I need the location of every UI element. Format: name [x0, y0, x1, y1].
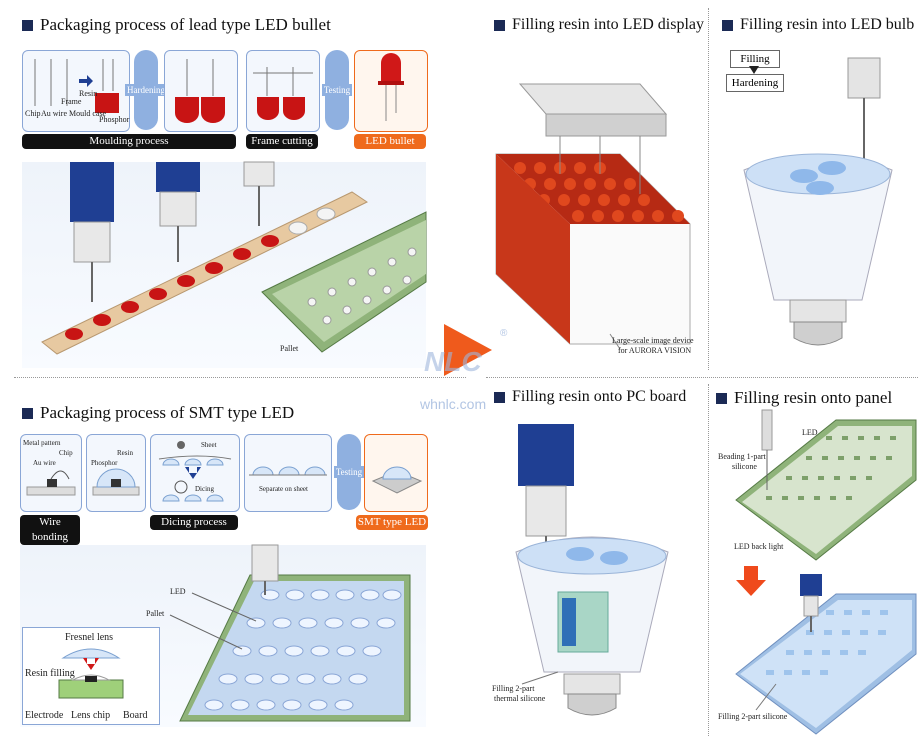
center-arrow-icon [444, 324, 492, 376]
frame-cutting-tag: Frame cutting [246, 134, 318, 149]
title-square-icon [494, 19, 505, 31]
label-chip: Chip [59, 449, 73, 457]
separated-leds-illustration [249, 466, 327, 476]
panel-filling-illustration: Filling 2-part silicone [716, 574, 917, 735]
label-lens-chip: Lens chip [71, 710, 111, 721]
smt-step-resin: Resin Phosphor [86, 434, 146, 512]
divider-left [14, 377, 466, 378]
lead-step-led-bullet [354, 50, 428, 132]
smt-type-led-tag: SMT type LED [356, 515, 428, 530]
label-beading-line1: Beading 1-part [718, 452, 766, 461]
watermark-logo: NLC [424, 346, 482, 377]
title-square-icon [494, 391, 505, 403]
smt-section-title: Packaging process of SMT type LED [22, 403, 294, 423]
label-filling-caption: Filling 2-part silicone [718, 712, 788, 721]
bulb-hardening-box: Hardening [726, 74, 784, 92]
pcboard-caption-line1: Filling 2-part [492, 684, 535, 693]
hardening-step-pill: Hardening [125, 50, 167, 130]
title-square-icon [22, 19, 33, 31]
lens-cross-section-drawing [58, 648, 124, 699]
display-illustration: Large-scale image device for AURORA VISI… [490, 44, 700, 364]
bulb-filling-box: Filling [730, 50, 780, 68]
hardened-bullets-illustration [175, 59, 225, 123]
smt-production-illustration: LED Pallet Fresnel lens Resin filling El… [20, 544, 426, 727]
pcboard-caption-line2: thermal silicone [494, 694, 546, 703]
down-arrow-icon [749, 66, 759, 74]
label-fresnel-lens: Fresnel lens [65, 632, 114, 643]
label-phosphor: Phosphor [91, 459, 118, 467]
label-frame: Frame [61, 97, 82, 106]
bulb-drawing [743, 57, 893, 346]
smt-step-dicing: Sheet Dicing [150, 434, 240, 512]
label-led: LED [170, 587, 186, 596]
title-square-icon [716, 392, 727, 404]
label-led: LED [802, 428, 818, 437]
title-square-icon [22, 407, 33, 419]
lens-inset-diagram: Fresnel lens Resin filling Electrode Len… [22, 627, 160, 725]
cut-bullets-illustration [253, 67, 313, 120]
display-caption-line2: for AURORA VISION [618, 346, 692, 355]
label-pallet: Pallet [146, 609, 165, 618]
moulding-setup-illustration [34, 59, 119, 113]
watermark-site: whnlc.com [420, 396, 487, 412]
label-electrode: Electrode [25, 710, 64, 721]
wire-bonding-illustration [26, 470, 76, 496]
label-au-wire: Au wire [33, 459, 56, 467]
smt-testing-pill: Testing [333, 434, 365, 510]
smt-step-separate: Separate on sheet [244, 434, 332, 512]
label-pallet: Pallet [280, 344, 299, 353]
label-separate-on-sheet: Separate on sheet [259, 485, 308, 493]
label-sheet: Sheet [201, 441, 217, 449]
divider-right-top [708, 8, 709, 370]
bulb-illustration [720, 50, 916, 350]
watermark-registered: ® [500, 328, 508, 339]
resin-dome-illustration [92, 468, 140, 496]
smt-led-icon [371, 466, 423, 494]
smt-step-wire-bonding: Metal pattern Chip Au wire [20, 434, 82, 512]
lead-production-illustration: Pallet [22, 161, 427, 368]
panel-beading-drawing [735, 409, 917, 561]
panel-filling-drawing [735, 574, 917, 735]
pcboard-section-title: Filling resin onto PC board [494, 388, 686, 406]
moulding-process-tag: Moulding process [22, 134, 236, 149]
panel-beading-illustration: LED Beading 1-part silicone LED back lig… [716, 409, 917, 570]
lead-machine-drawing [41, 161, 427, 355]
label-dicing: Dicing [195, 485, 215, 493]
dicing-illustration [158, 441, 232, 502]
led-display-drawing [495, 83, 691, 350]
divider-right [486, 377, 918, 378]
label-au-wire: Au wire [41, 109, 67, 118]
pcboard-bulb-drawing [515, 424, 669, 716]
label-mould-case: Mould case [69, 109, 107, 118]
label-resin: Resin [117, 449, 133, 457]
led-bullet-icon [378, 53, 404, 121]
down-arrow-orange-icon [736, 566, 766, 596]
label-metal-pattern: Metal pattern [23, 439, 61, 447]
lead-section-title: Packaging process of lead type LED bulle… [22, 15, 331, 35]
smt-step-final [364, 434, 428, 512]
lead-step-moulding-1: Frame Resin Chip Au wire Mould case Phos… [22, 50, 130, 132]
label-resin-filling: Resin filling [25, 668, 75, 679]
label-resin: Resin [79, 89, 98, 98]
pcboard-illustration: Filling 2-part thermal silicone [488, 412, 702, 732]
smt-pallet-drawing [169, 544, 411, 722]
bulb-section-title: Filling resin into LED bulb [722, 16, 914, 34]
display-section-title: Filling resin into LED display [494, 16, 704, 34]
lead-step-moulding-2 [164, 50, 238, 132]
label-chip: Chip [25, 109, 41, 118]
wire-bonding-tag: Wire bonding [20, 515, 80, 545]
label-phosphor: Phosphor [99, 115, 130, 124]
divider-right-bottom [708, 384, 709, 736]
dicing-process-tag: Dicing process [150, 515, 238, 530]
panel-section-title: Filling resin onto panel [716, 388, 892, 408]
title-square-icon [722, 19, 733, 31]
testing-step-pill: Testing [321, 50, 353, 130]
led-bullet-tag: LED bullet [354, 134, 426, 149]
display-caption-line1: Large-scale image device [612, 336, 694, 345]
label-led-back-light: LED back light [734, 542, 784, 551]
label-board: Board [123, 710, 148, 721]
label-beading-line2: silicone [732, 462, 757, 471]
lead-step-frame-cutting [246, 50, 320, 132]
